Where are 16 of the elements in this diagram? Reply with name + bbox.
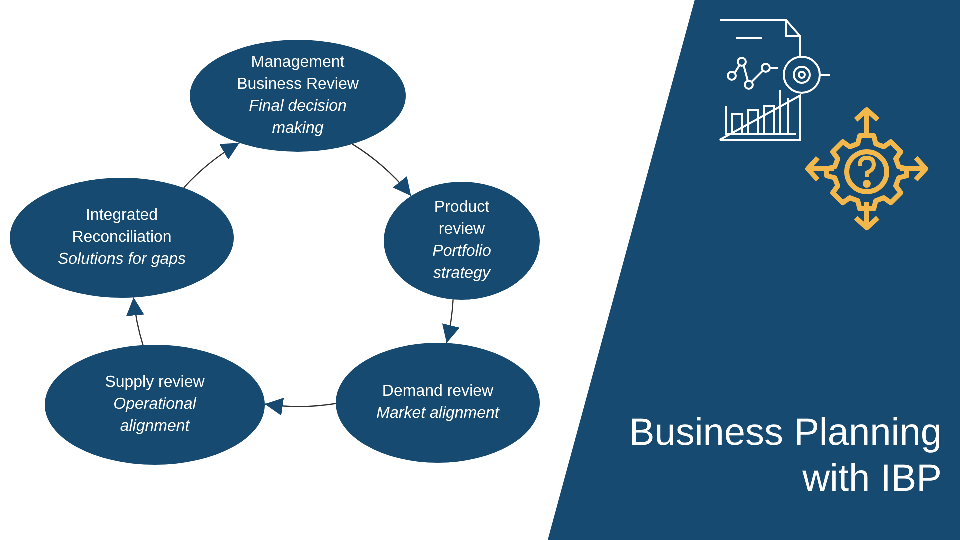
cycle-arrow: [264, 397, 336, 416]
stage-description: Market alignment: [376, 404, 500, 424]
cycle-arrow: [184, 142, 240, 188]
cycle-arrow: [442, 300, 460, 344]
cycle-arrow: [352, 144, 412, 197]
stage-name: Product review: [433, 198, 491, 240]
title: Business Planning with IBP: [628, 411, 942, 502]
stage-name: Integrated Reconciliation: [71, 206, 173, 248]
stage-description: Final decision making: [248, 97, 348, 139]
stage-name: Demand review: [382, 382, 494, 402]
stage-description: Solutions for gaps: [58, 250, 186, 270]
stage-name: Supply review: [105, 373, 205, 393]
stage-description: Operational alignment: [112, 395, 198, 437]
stage-description: Portfolio strategy: [432, 242, 492, 284]
cycle-arrow: [126, 298, 145, 346]
stage-name: Management Business Review: [236, 53, 360, 95]
